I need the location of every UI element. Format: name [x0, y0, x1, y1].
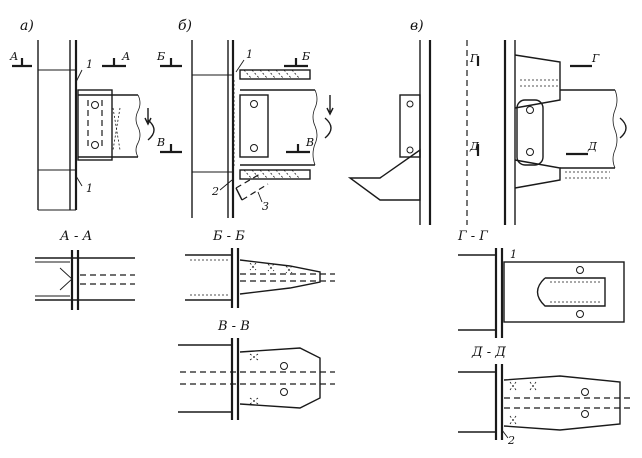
section-V-right: В: [305, 136, 314, 149]
panel-a: а) А А 1 1: [9, 18, 155, 211]
section-A-right: А: [121, 50, 130, 63]
callout-2-dd: 2: [507, 434, 515, 447]
section-D-left: Д: [469, 140, 480, 153]
title-BB: Б - Б: [212, 229, 245, 244]
panel-b-label: б): [178, 18, 192, 34]
section-DD: Д - Д 2: [458, 345, 630, 447]
section-AA: А - А: [35, 229, 135, 310]
section-VV: В - В: [178, 319, 335, 420]
title-DD: Д - Д: [471, 345, 506, 360]
title-AA: А - А: [59, 229, 92, 244]
panel-v-label: в): [410, 18, 424, 34]
section-B-left: Б: [156, 50, 165, 63]
panel-v: в) Г Г Д Д: [347, 18, 627, 225]
section-G-left: Г: [469, 52, 478, 65]
section-A-left: А: [9, 50, 18, 63]
panel-b: б) Б Б В: [156, 18, 334, 218]
callout-1-gg: 1: [510, 248, 517, 261]
callout-1-bottom-a: 1: [86, 182, 93, 195]
callout-2-b: 2: [211, 185, 219, 198]
callout-1-top-a: 1: [86, 58, 93, 71]
callout-1-b: 1: [246, 48, 253, 61]
section-BB: Б - Б: [185, 229, 335, 308]
title-GG: Г - Г: [457, 229, 488, 244]
section-GG: Г - Г 1: [457, 229, 625, 338]
section-D-right: Д: [587, 140, 598, 153]
callout-3-b: 3: [262, 200, 269, 213]
title-VV: В - В: [217, 319, 250, 334]
panel-a-label: а): [20, 18, 34, 34]
section-V-left: В: [156, 136, 165, 149]
section-G-right: Г: [591, 52, 600, 65]
section-B-right: Б: [301, 50, 310, 63]
